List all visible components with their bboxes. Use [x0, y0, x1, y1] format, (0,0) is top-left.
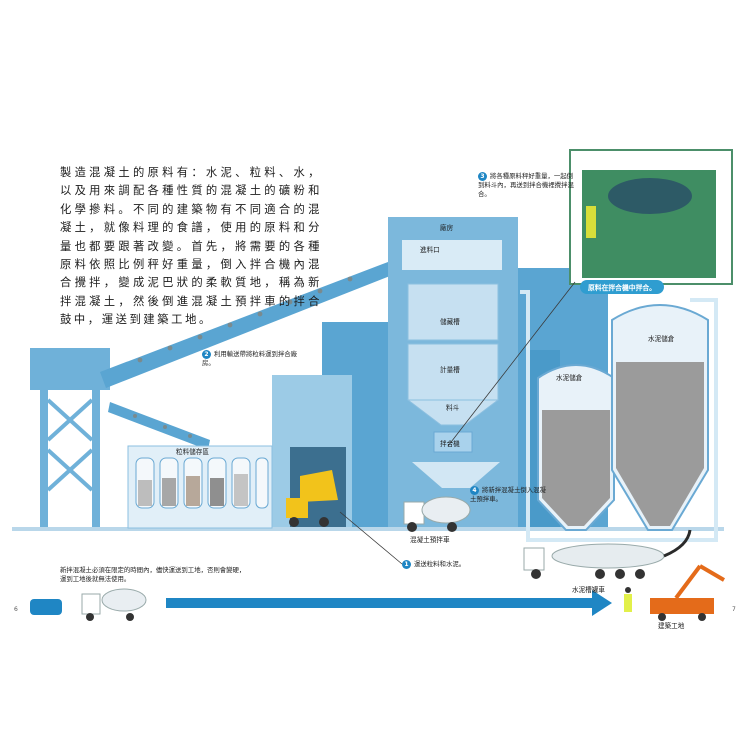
step-1-number: 1: [402, 560, 411, 569]
cement-tanker-label: 水泥槽罐車: [572, 586, 605, 594]
step-2-number: 2: [202, 350, 211, 359]
cement-tanker-truck: [523, 543, 665, 579]
hopper-shape: [406, 399, 500, 426]
cement-silo-right-label: 水泥儲倉: [648, 335, 675, 343]
site-label: 建築工地: [658, 622, 685, 630]
lower-conveyor: [108, 402, 210, 450]
cement-silo-right: [611, 304, 709, 531]
inlet-label: 進料口: [420, 246, 440, 254]
weigh-bin-shape: [407, 343, 499, 401]
mixer-truck-road: [81, 588, 147, 621]
mixer-truck-plant: [403, 496, 471, 532]
step-2-text: 利用輸送帶將粒料運到拌合廠房。: [202, 350, 298, 367]
delivery-note: 新拌混凝土必須在限定的時間內，儘快運送到工地，否則會變硬，運到工地後就無法使用。: [60, 566, 246, 583]
inset-pointer: [447, 281, 576, 447]
mixing-inset-caption: 原料在拌合機中拌合。: [580, 280, 664, 294]
elevator-tower: [30, 348, 110, 527]
mixer-shape: [433, 431, 473, 453]
storage-bin-label: 儲藏槽: [440, 318, 460, 326]
route-arrow: [166, 590, 612, 616]
aggregate-bins-label: 粒料儲存區: [176, 448, 209, 456]
step-3-text: 將各種原料秤好重量，一起倒到料斗內，再送到拌合機裡攪拌混合。: [478, 172, 574, 198]
step-4-number: 4: [470, 486, 479, 495]
step-3-number: 3: [478, 172, 487, 181]
conveyor-aggregate: [133, 276, 353, 438]
cement-silo-left-label: 水泥儲倉: [556, 374, 583, 382]
page-number-left: 6: [14, 606, 18, 613]
plant-label: 廠房: [440, 224, 454, 232]
hopper-label: 料斗: [446, 404, 460, 412]
intro-text: 製造混凝土的原料有：水泥、粒料、水，以及用來調配各種性質的混凝土的礦粉和化學摻料…: [60, 166, 322, 327]
mixer-truck-label: 混凝土預拌車: [410, 536, 450, 544]
mixer-inset-blades: [608, 178, 692, 214]
mixer-label: 拌合機: [440, 440, 460, 448]
cement-pipe: [520, 290, 718, 542]
upper-conveyor: [100, 262, 390, 388]
aggregate-bins: [135, 457, 269, 509]
inlet-panel: [402, 240, 502, 270]
dump-truck: [286, 470, 338, 527]
cement-silo-left: [537, 364, 615, 531]
step-4-text: 將新拌混凝土倒入混凝土預拌車。: [470, 486, 546, 503]
discharge-chute: [412, 462, 500, 488]
storage-bin-shape: [407, 283, 499, 341]
site-worker: [624, 587, 632, 612]
mixer-inset-worker: [586, 206, 596, 238]
page-number-right: 7: [732, 606, 736, 613]
ground-strip: [12, 527, 724, 531]
small-car: [30, 599, 62, 615]
weigh-bin-label: 計量槽: [440, 366, 460, 374]
delivery-hose: [663, 529, 692, 558]
step1-pointer: [339, 511, 403, 565]
step-1-text: 運送粒料和水泥。: [414, 560, 466, 568]
pump-truck: [650, 564, 726, 621]
